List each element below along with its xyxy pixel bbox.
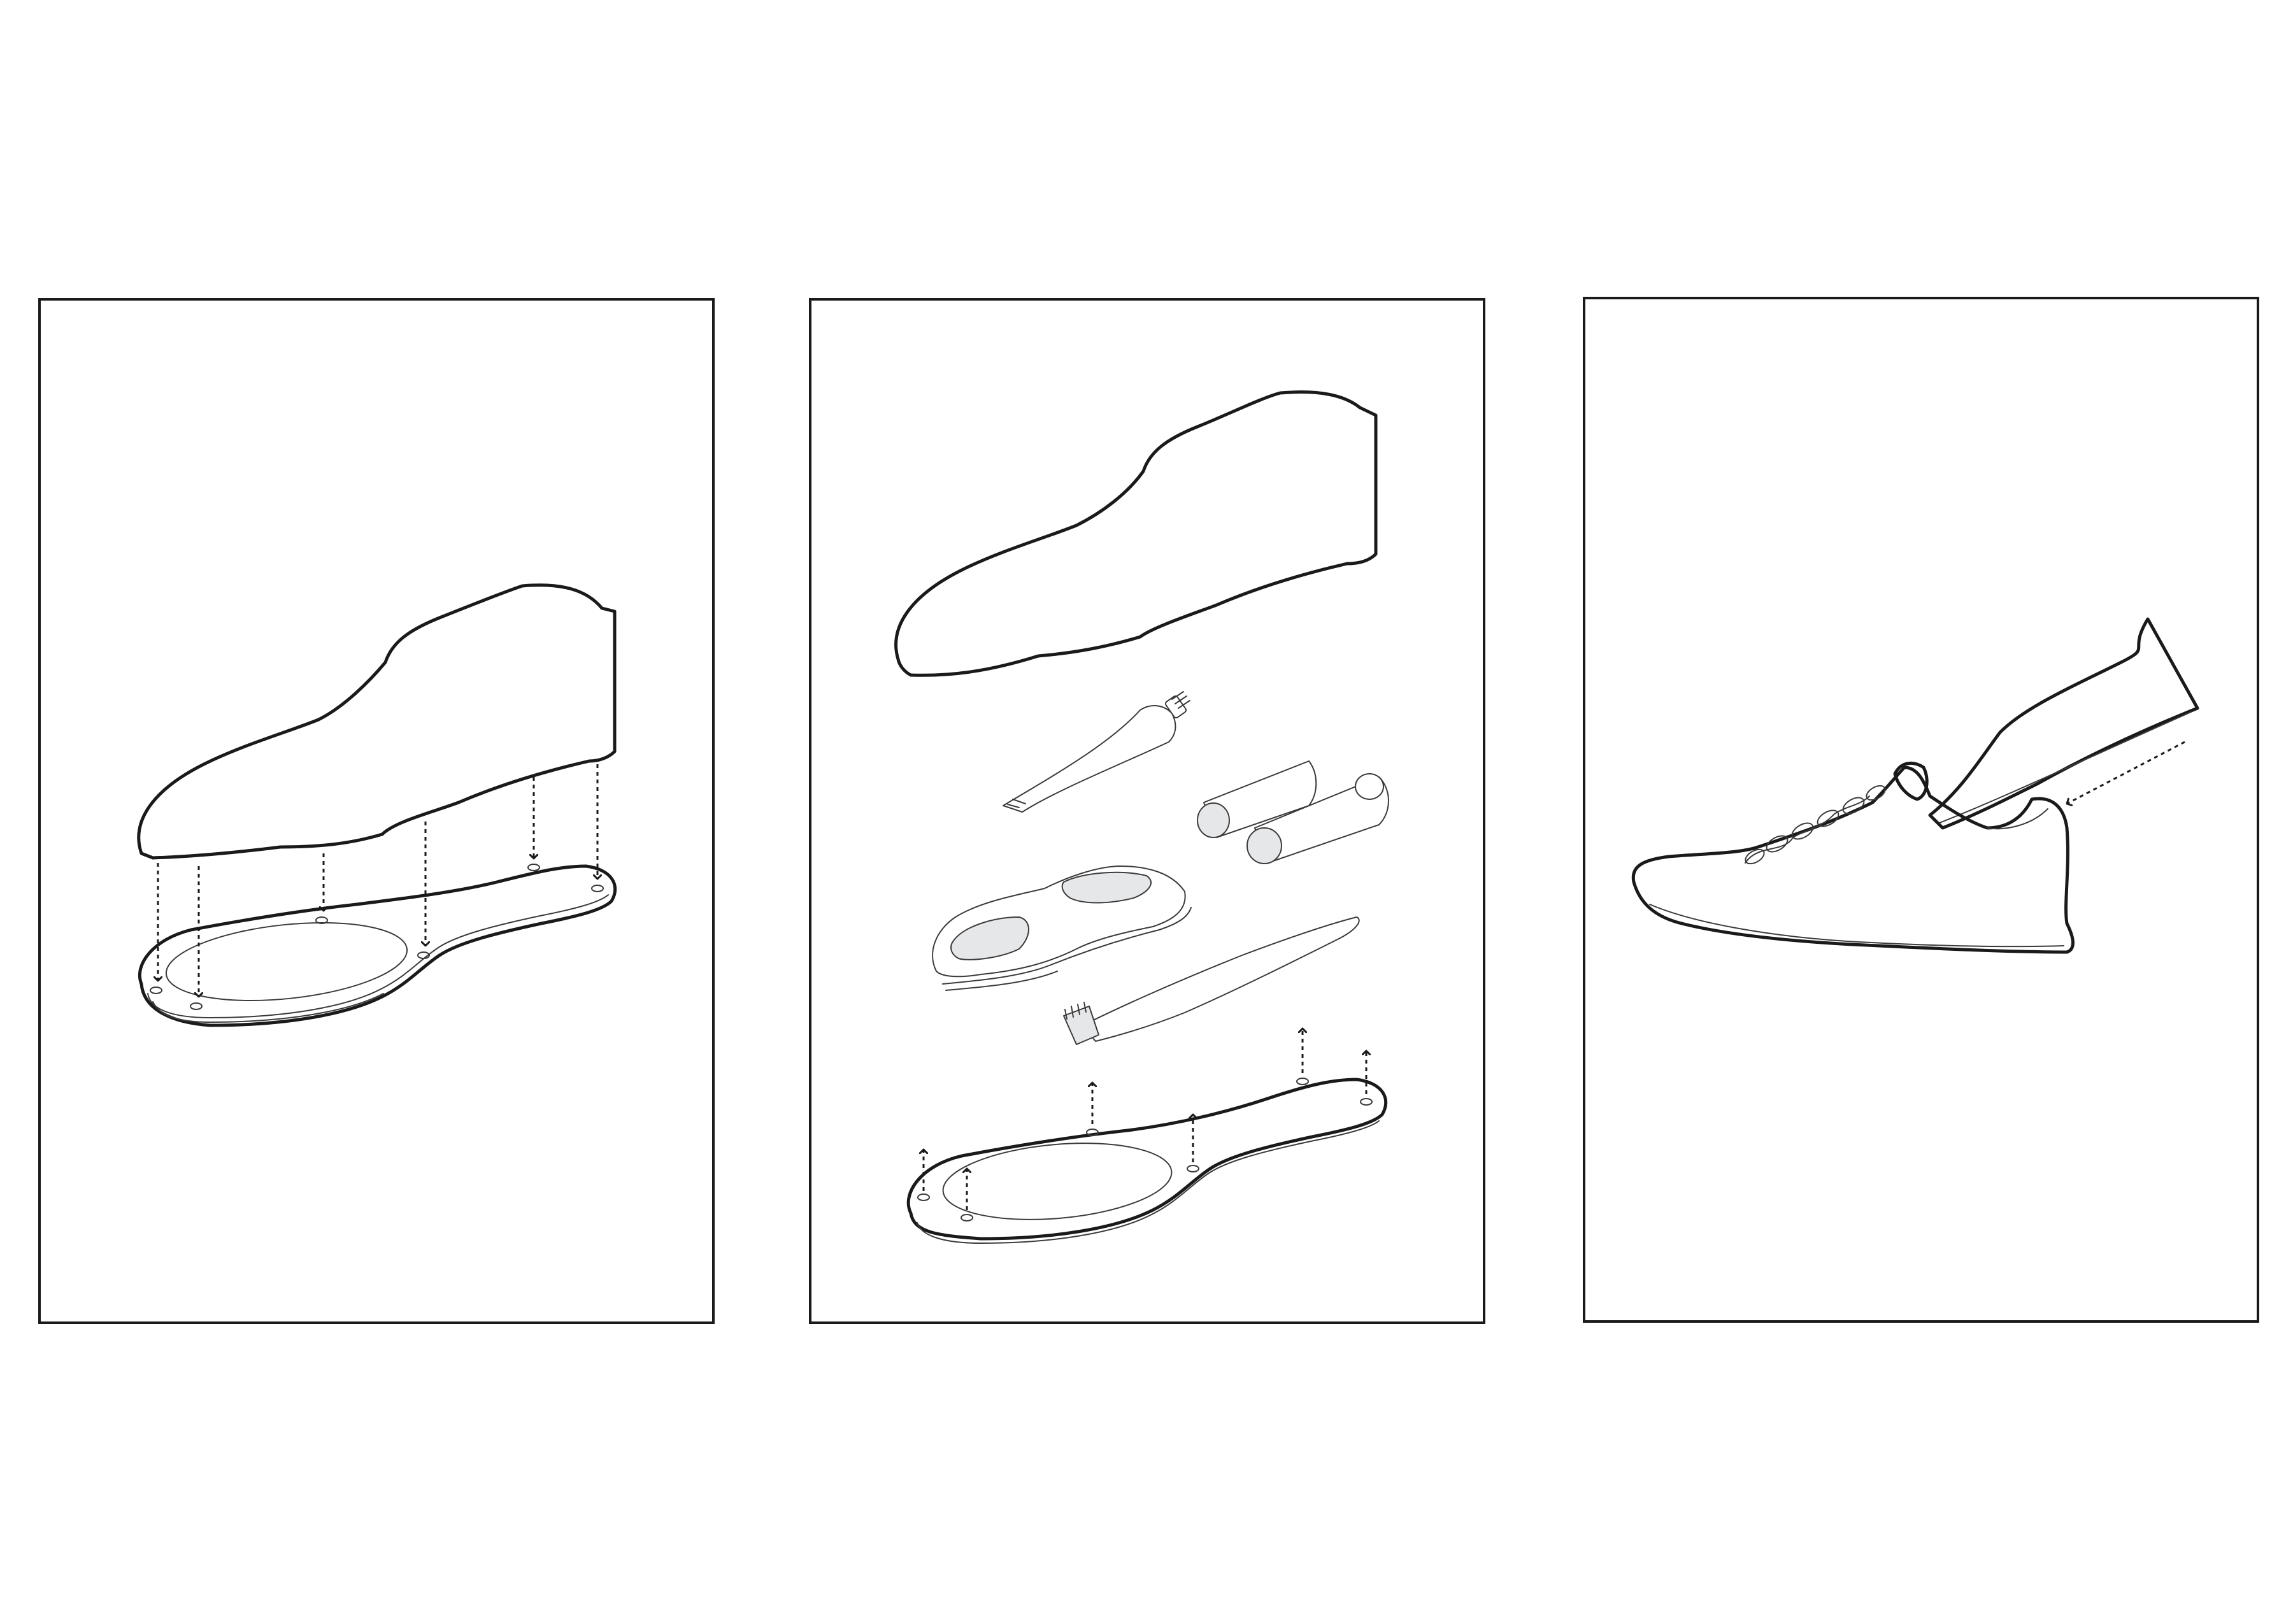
- insole-outline: [138, 864, 617, 1027]
- attach-arrows: [158, 764, 597, 997]
- detach-arrows: [924, 1029, 1366, 1210]
- leg-shape: [1928, 617, 2199, 830]
- insole-outline: [906, 1078, 1388, 1241]
- heel-pad: [165, 922, 408, 1002]
- panel-3-frame: [1583, 297, 2259, 1323]
- shoe-shape: [1631, 766, 2075, 954]
- panel-3: [1583, 297, 2259, 1323]
- heel-pad: [942, 1143, 1173, 1220]
- roller-icon: [1197, 760, 1389, 864]
- tube-icon: [1003, 691, 1190, 813]
- insole-holes: [917, 1078, 1373, 1222]
- brush-icon: [1063, 916, 1360, 1045]
- panel-2: [809, 298, 1485, 1324]
- panel-1: [38, 298, 715, 1324]
- pads-icon: [932, 865, 1192, 991]
- panel-1-frame: [38, 298, 715, 1324]
- foot-shape: [137, 583, 617, 860]
- insole-holes: [150, 864, 604, 1010]
- foot-shape: [894, 390, 1378, 677]
- laces: [1745, 785, 1886, 865]
